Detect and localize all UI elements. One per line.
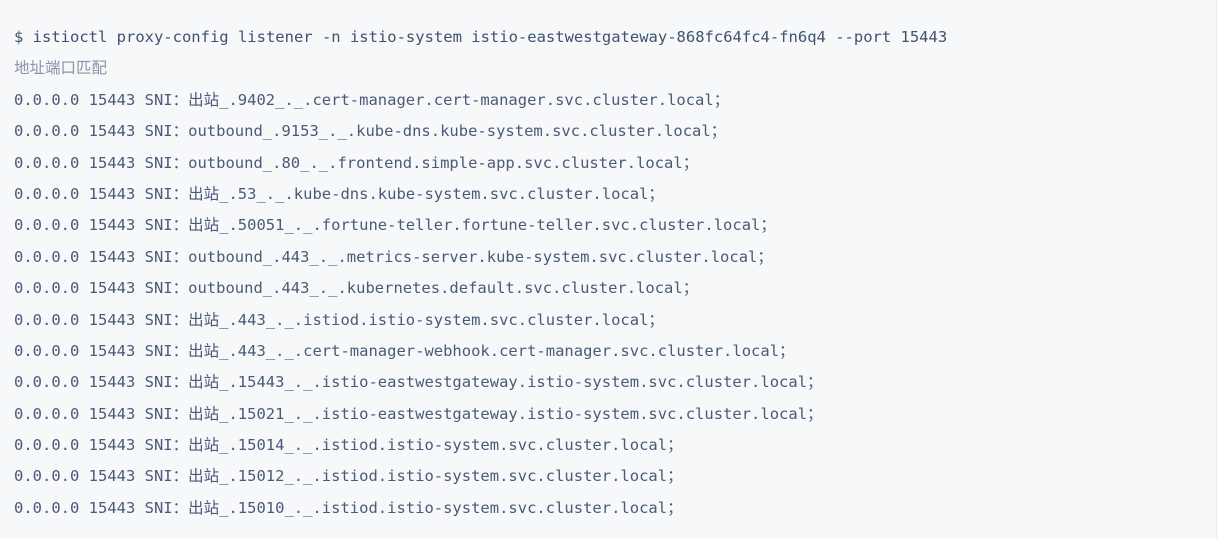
listener-row: 0.0.0.0 15443 SNI：出站_.15014_._.istiod.is… [14,436,683,455]
column-header: 地址端口匹配 [14,59,108,78]
shell-prompt-symbol: $ istioctl proxy-config listener -n isti… [14,28,948,46]
command-line: $ istioctl proxy-config listener -n isti… [14,22,1216,53]
listener-row: 0.0.0.0 15443 SNI：出站_.443_._.cert-manage… [14,341,795,360]
listener-row: 0.0.0.0 15443 SNI：outbound_.80_._.fronte… [14,153,699,172]
listener-row: 0.0.0.0 15443 SNI：outbound_.443_._.metri… [14,247,773,266]
listener-row: 0.0.0.0 15443 SNI：出站_.9402_._.cert-manag… [14,90,730,109]
listener-row: 0.0.0.0 15443 SNI：出站_.15443_._.istio-eas… [14,373,823,392]
listener-row: 0.0.0.0 15443 SNI：出站_.53_._.kube-dns.kub… [14,184,664,203]
listener-row: 0.0.0.0 15443 SNI：出站_.443_._.istiod.isti… [14,310,664,329]
listener-row: 0.0.0.0 15443 SNI：outbound_.443_._.kuber… [14,279,699,298]
listener-row: 0.0.0.0 15443 SNI：出站_.15012_._.istiod.is… [14,467,683,486]
listener-row: 0.0.0.0 15443 SNI：出站_.15010_._.istiod.is… [14,498,683,517]
listener-row: 0.0.0.0 15443 SNI：outbound_.9153_._.kube… [14,122,727,141]
listener-row: 0.0.0.0 15443 SNI：出站_.50051_._.fortune-t… [14,216,776,235]
listener-row: 0.0.0.0 15443 SNI：出站_.15021_._.istio-eas… [14,404,823,423]
